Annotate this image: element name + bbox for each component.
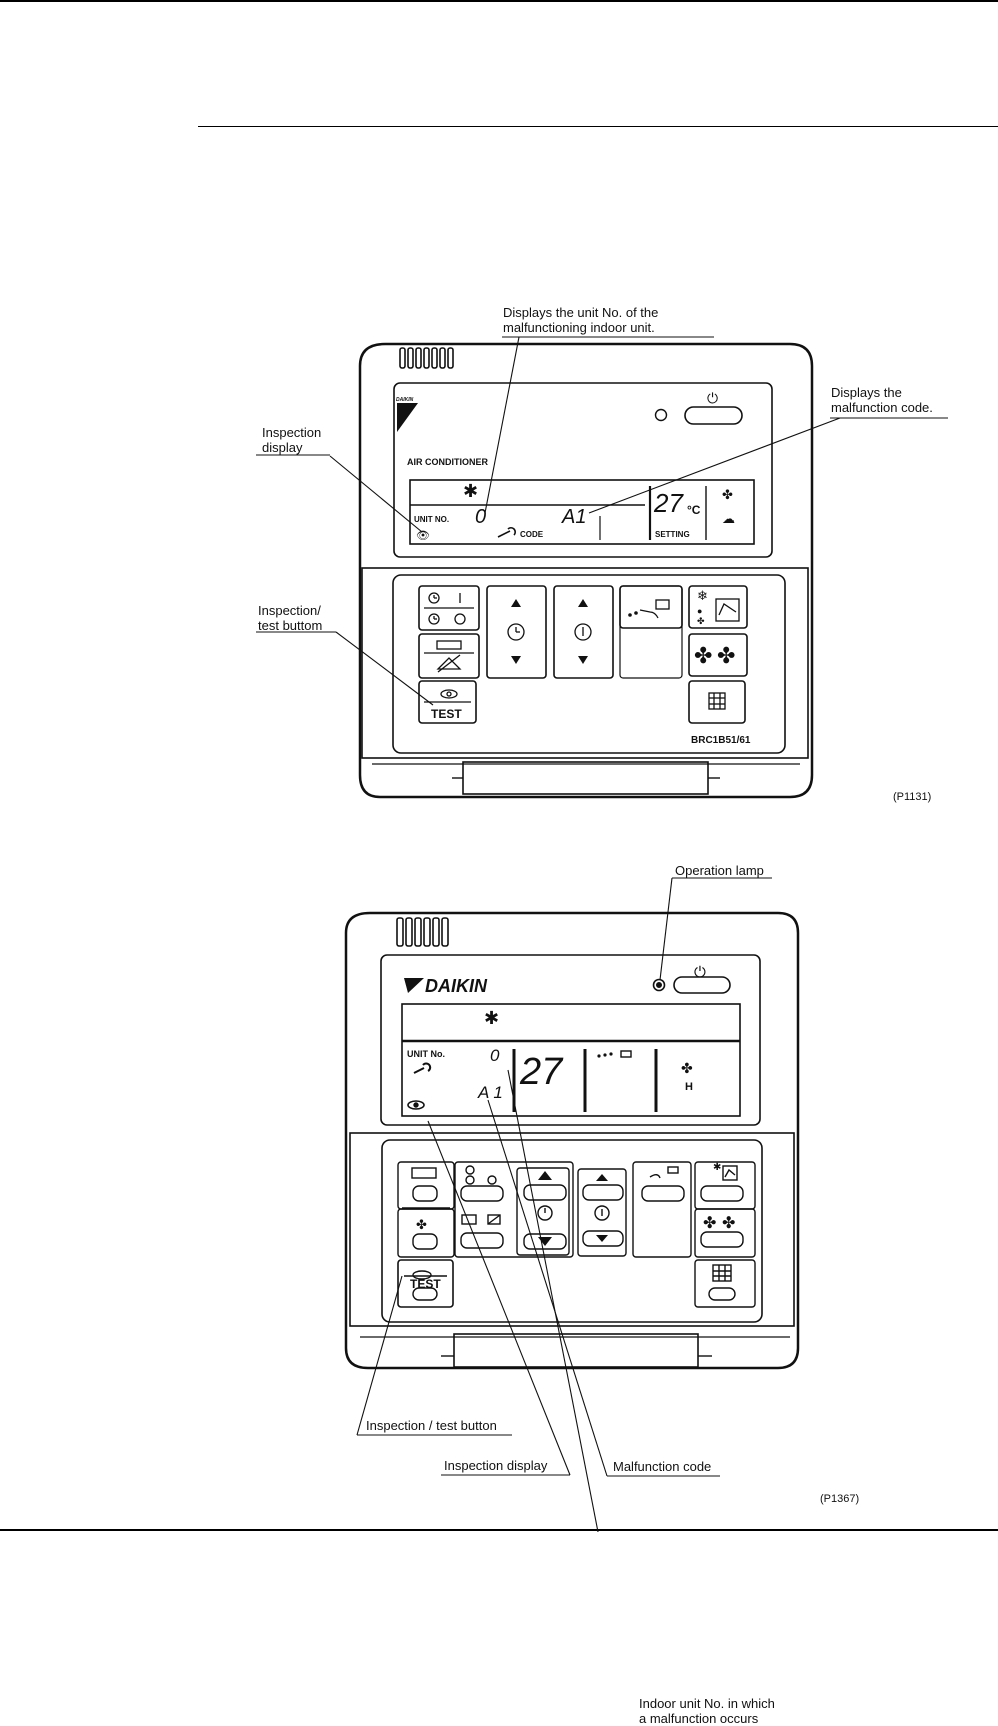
unit-no-value: 0 — [475, 506, 486, 528]
label-indoor-line2: a malfunction occurs — [639, 1711, 759, 1726]
brand-name-2: DAIKIN — [425, 976, 488, 996]
figure1-ref: (P1131) — [893, 791, 932, 803]
label-malfunction-code: Malfunction code — [613, 1459, 712, 1474]
svg-text:✤: ✤ — [681, 1060, 693, 1076]
leader-malfunction-code — [487, 1099, 608, 1477]
svg-text:●: ● — [697, 606, 702, 616]
top-rule — [0, 0, 998, 2]
vent-slots — [399, 347, 454, 369]
label-indoor-line1: Indoor unit No. in which — [639, 1696, 775, 1711]
vent-slots-2 — [396, 917, 449, 947]
svg-text:✤: ✤ — [722, 1215, 735, 1232]
figure2-ref: (P1367) — [820, 1493, 860, 1505]
lcd-display — [409, 479, 755, 545]
label-inspection-display-2: Inspection display — [444, 1458, 548, 1473]
upper-panel-2 — [380, 954, 761, 1126]
test-button-label-2: TEST — [410, 1277, 441, 1291]
svg-text:✤: ✤ — [722, 487, 733, 502]
fan-speed-value: H — [685, 1081, 693, 1093]
svg-text:✱: ✱ — [713, 1162, 721, 1173]
bottom-rule — [0, 1529, 998, 1531]
test-button — [418, 680, 477, 724]
label-inspection-test-button: Inspection / test button — [366, 1418, 497, 1433]
svg-text:👁: 👁 — [416, 530, 430, 542]
svg-text:✱: ✱ — [463, 481, 478, 501]
figure-1-remote-controller: ❄ ● ✤ ✤ ✤ ✱ ✤ ☁ 👁 DAIKIN AIR CONDITIONE — [256, 336, 948, 799]
power-icon: ⏻ — [707, 390, 718, 406]
filter-button-2 — [694, 1259, 756, 1308]
power-button — [684, 406, 743, 425]
brand-name: DAIKIN — [396, 397, 414, 403]
operation-lamp — [654, 408, 668, 422]
label-code-line2: malfunction code. — [831, 400, 933, 415]
temperature-value-2: 27 — [519, 1051, 564, 1093]
malfunction-code-value: A1 — [561, 506, 586, 528]
unit-no-label: UNIT NO. — [414, 515, 449, 524]
power-icon-2: ⏻ — [694, 964, 706, 981]
filter-reset-button — [688, 680, 746, 724]
model-number: BRC1B51/61 — [691, 735, 751, 746]
label-code-line1: Displays the — [831, 385, 902, 400]
svg-text:❄: ❄ — [697, 588, 708, 603]
temperature-value: 27 — [653, 488, 684, 518]
lower-panel — [361, 567, 809, 759]
svg-text:✤: ✤ — [697, 616, 705, 626]
leader-inspection-display — [329, 455, 423, 533]
label-unit-no-line1: Displays the unit No. of the — [503, 305, 659, 320]
leader-inspection-display-2 — [427, 1120, 571, 1476]
svg-text:✤: ✤ — [694, 643, 712, 668]
test-button-2 — [397, 1259, 454, 1308]
leader-operation-lamp — [659, 877, 673, 981]
label-inspection-line1: Inspection — [262, 425, 322, 440]
svg-text:✤: ✤ — [416, 1217, 427, 1232]
label-unit-no-line2: malfunctioning indoor unit. — [503, 320, 655, 335]
mode-button — [688, 585, 748, 629]
malfunction-code-value-2: A 1 — [477, 1083, 503, 1102]
label-operation-lamp: Operation lamp — [675, 863, 764, 878]
power-button-2 — [673, 976, 731, 994]
temp-unit: °C — [687, 503, 701, 517]
svg-text:✤: ✤ — [703, 1215, 716, 1232]
product-label: AIR CONDITIONER — [407, 457, 489, 467]
figure-2-remote-controller: ✱ ✤ ✤ ✤ ✤ ✱ DAIKIN ⏻ UNIT No. 0 A 1 — [344, 877, 800, 1532]
timer-mode-button — [418, 585, 480, 631]
leader-test-button — [335, 631, 434, 706]
setting-label: SETTING — [655, 530, 690, 539]
unit-no-label-2: UNIT No. — [407, 1049, 445, 1059]
remote-body-2 — [344, 911, 800, 1370]
leader-unit-no — [484, 336, 520, 514]
label-button-line2: test buttom — [258, 618, 323, 633]
leader-indoor-unit — [507, 1069, 599, 1532]
section-rule — [198, 126, 998, 127]
lcd-display-2 — [401, 1003, 741, 1117]
operation-lamp-2 — [652, 978, 666, 992]
fan-speed-button — [688, 633, 748, 677]
svg-text:✤: ✤ — [717, 643, 735, 668]
leader-code — [588, 417, 841, 514]
timer-updown-button — [486, 585, 547, 679]
test-button-label: TEST — [431, 707, 462, 721]
code-label: CODE — [520, 530, 544, 539]
label-button-line1: Inspection/ — [258, 603, 321, 618]
unit-no-value-2: 0 — [490, 1046, 500, 1065]
temp-updown-button — [553, 585, 614, 679]
svg-text:✱: ✱ — [484, 1008, 499, 1028]
upper-panel — [393, 382, 773, 558]
remote-body — [358, 342, 814, 799]
reservation-button — [418, 633, 480, 679]
leader-test-button-2 — [356, 1275, 403, 1436]
svg-text:☁: ☁ — [722, 511, 735, 526]
lower-panel-2 — [349, 1132, 795, 1327]
label-inspection-line2: display — [262, 440, 303, 455]
daikin-logo-mark-2 — [404, 978, 424, 993]
daikin-logo-mark — [397, 403, 418, 432]
